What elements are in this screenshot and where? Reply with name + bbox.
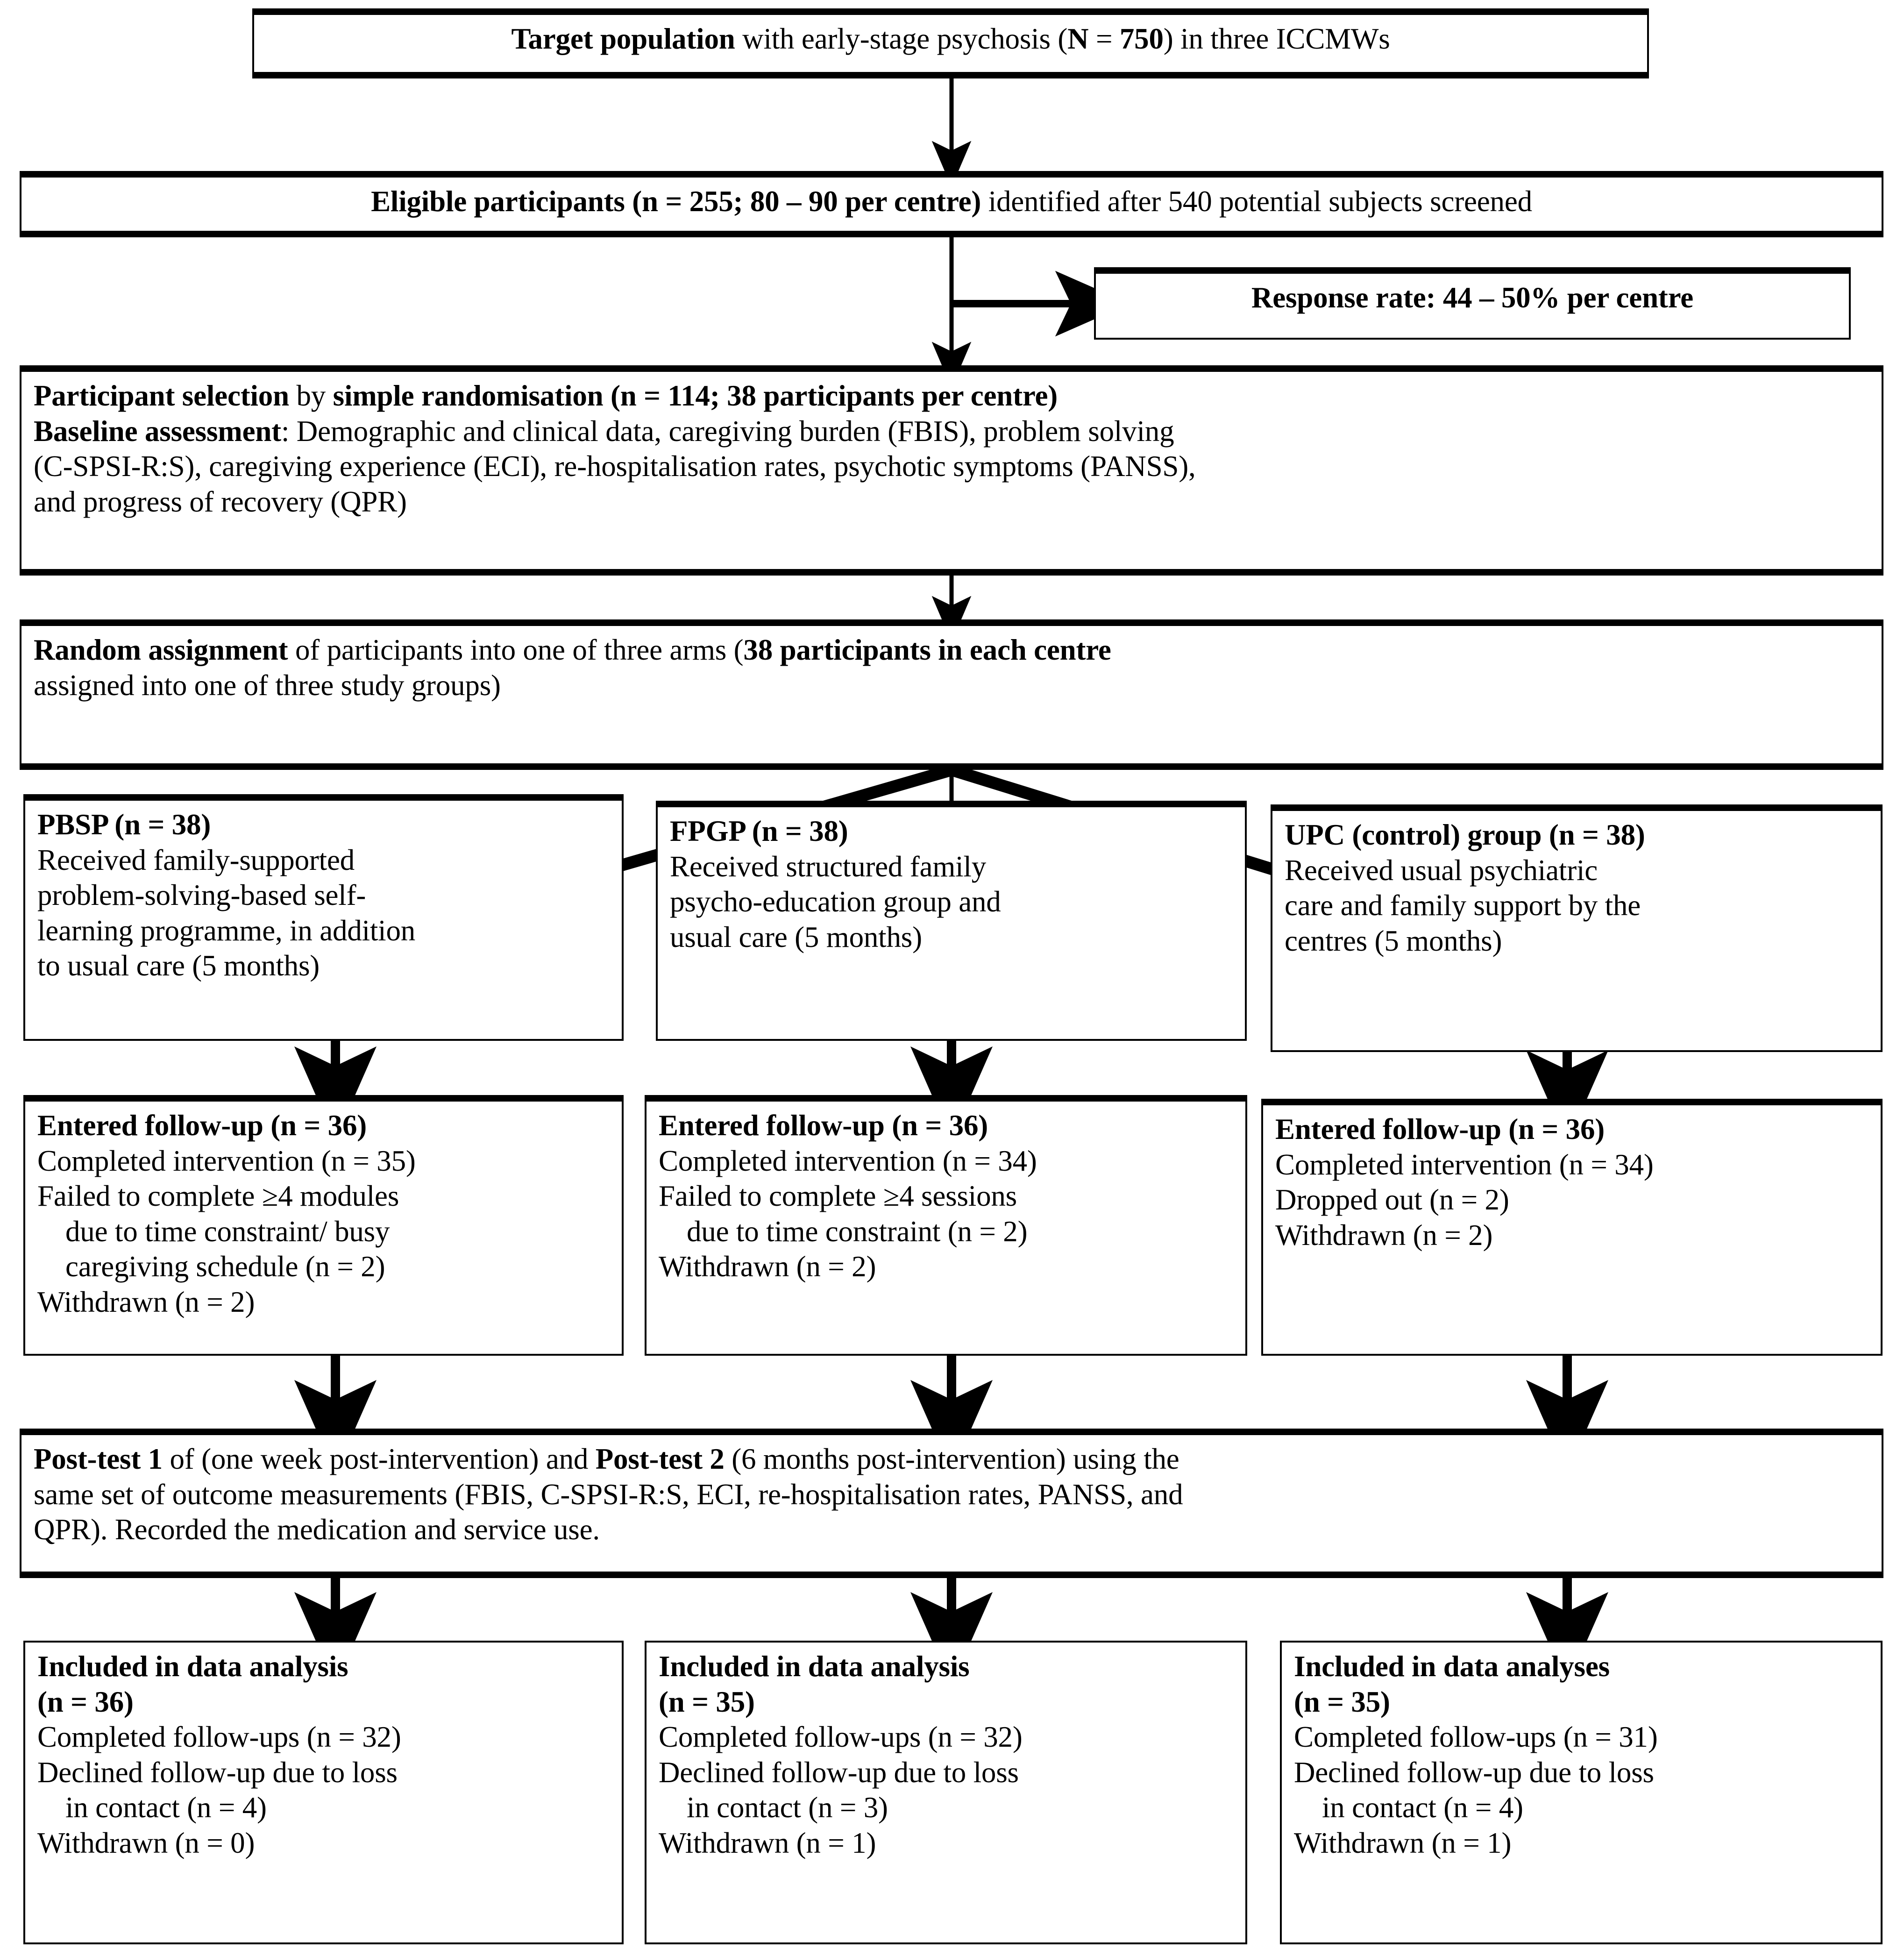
node-followup-pbsp: Entered follow-up (n = 36)Completed inte… xyxy=(23,1095,624,1356)
node-analysis-pbsp-text: Included in data analysis(n = 36)Complet… xyxy=(37,1650,401,1859)
node-followup-fpgp: Entered follow-up (n = 36)Completed inte… xyxy=(645,1095,1247,1356)
node-arm-upc: UPC (control) group (n = 38)Received usu… xyxy=(1271,804,1883,1052)
node-followup-upc-text: Entered follow-up (n = 36)Completed inte… xyxy=(1275,1113,1654,1252)
node-analysis-upc: Included in data analyses(n = 35)Complet… xyxy=(1280,1641,1883,1944)
node-target-population-text: Target population with early-stage psych… xyxy=(511,22,1390,55)
node-response-rate-text: Response rate: 44 – 50% per centre xyxy=(1251,281,1694,314)
node-followup-upc: Entered follow-up (n = 36)Completed inte… xyxy=(1261,1099,1883,1356)
node-participant-selection-text: Participant selection by simple randomis… xyxy=(34,379,1196,518)
node-analysis-pbsp: Included in data analysis(n = 36)Complet… xyxy=(23,1641,624,1944)
node-followup-pbsp-text: Entered follow-up (n = 36)Completed inte… xyxy=(37,1109,416,1318)
node-random-assignment: Random assignment of participants into o… xyxy=(20,619,1883,770)
node-eligible-participants: Eligible participants (n = 255; 80 – 90 … xyxy=(20,171,1883,237)
node-analysis-fpgp-text: Included in data analysis(n = 35)Complet… xyxy=(659,1650,1023,1859)
node-target-population: Target population with early-stage psych… xyxy=(252,8,1649,78)
node-analysis-upc-text: Included in data analyses(n = 35)Complet… xyxy=(1294,1650,1658,1859)
node-post-test-text: Post-test 1 of (one week post-interventi… xyxy=(34,1443,1183,1546)
node-post-test: Post-test 1 of (one week post-interventi… xyxy=(20,1429,1883,1578)
node-eligible-participants-text: Eligible participants (n = 255; 80 – 90 … xyxy=(371,185,1532,218)
node-analysis-fpgp: Included in data analysis(n = 35)Complet… xyxy=(645,1641,1247,1944)
node-random-assignment-text: Random assignment of participants into o… xyxy=(34,633,1111,702)
node-participant-selection: Participant selection by simple randomis… xyxy=(20,365,1883,576)
node-followup-fpgp-text: Entered follow-up (n = 36)Completed inte… xyxy=(659,1109,1037,1283)
node-response-rate: Response rate: 44 – 50% per centre xyxy=(1094,267,1851,340)
node-arm-upc-text: UPC (control) group (n = 38)Received usu… xyxy=(1285,818,1645,957)
